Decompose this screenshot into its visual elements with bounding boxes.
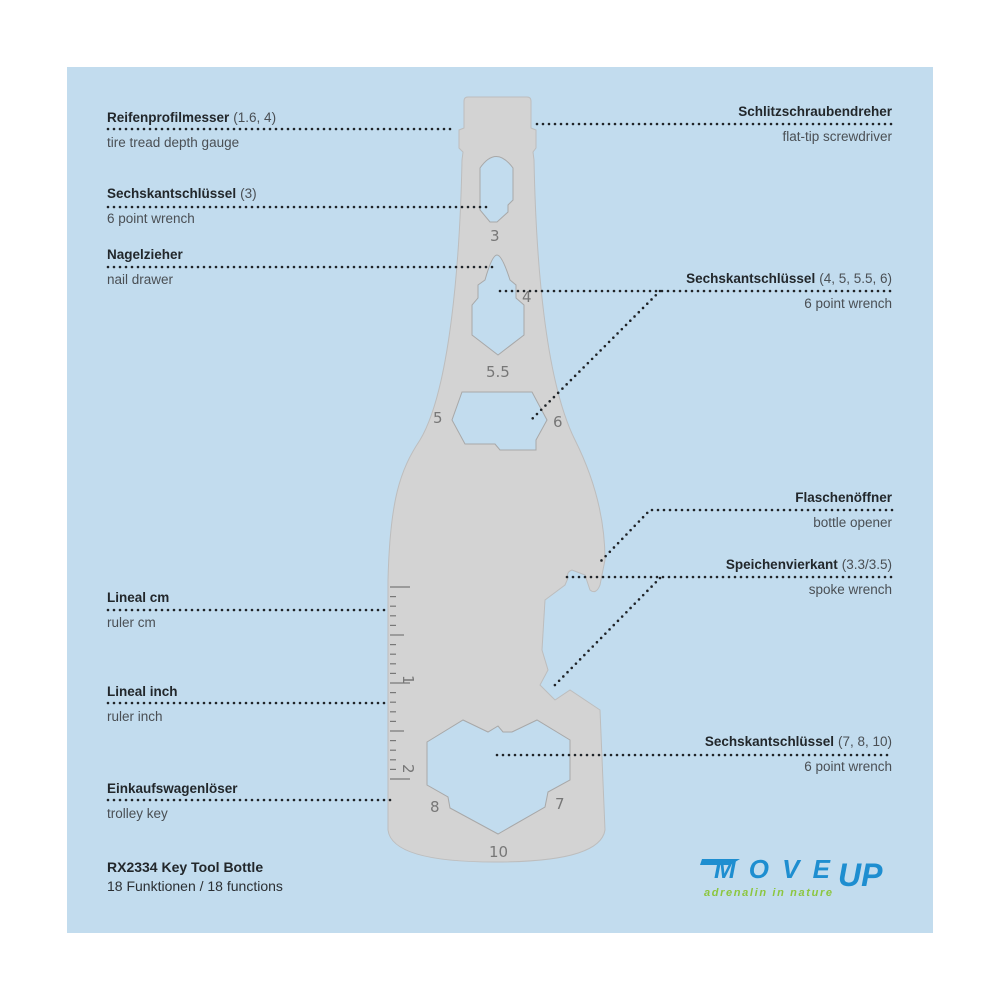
logo-move: MOVE: [714, 854, 831, 884]
label-title: Sechskantschlüssel: [686, 271, 816, 286]
label-flat-screwdriver: Schlitzschraubendreher flat-tip screwdriv…: [738, 103, 892, 145]
label-translation: tire tread depth gauge: [107, 135, 240, 150]
size-label-8: 8: [430, 798, 440, 816]
label-ruler-inch: Lineal inch ruler inch: [107, 683, 178, 725]
logo-tagline: adrenalin in nature: [704, 887, 832, 899]
label-heading: Nagelzieher: [107, 246, 183, 263]
label-params: (3.3/3.5): [841, 557, 892, 572]
label-params: (7, 8, 10): [837, 734, 892, 749]
leader-lines: [106, 122, 894, 802]
label-heading: Speichenvierkant(3.3/3.5): [726, 556, 892, 573]
bottle-tool-body: [387, 96, 606, 863]
label-translation: 6 point wrench: [107, 211, 195, 226]
label-params: (1.6, 4): [233, 110, 277, 125]
size-label-3: 3: [490, 227, 500, 245]
size-label-4: 4: [522, 288, 532, 306]
label-heading: Lineal inch: [107, 683, 178, 700]
label-translation: flat-tip screwdriver: [782, 129, 892, 144]
label-bottle-opener: Flaschenöffner bottle opener: [795, 489, 892, 531]
label-heading: Sechskantschlüssel(3): [107, 185, 257, 202]
label-heading: Reifenprofilmesser(1.6, 4): [107, 109, 276, 126]
label-title: Nagelzieher: [107, 247, 183, 262]
label-translation: ruler inch: [107, 709, 163, 724]
label-title: Schlitzschraubendreher: [738, 104, 892, 119]
label-translation: 6 point wrench: [804, 759, 892, 774]
label-trolley-key: Einkaufswagenlöser trolley key: [107, 780, 238, 822]
logo-up: UP: [838, 857, 883, 893]
label-ruler-cm: Lineal cm ruler cm: [107, 589, 169, 631]
label-heading: Sechskantschlüssel(7, 8, 10): [705, 733, 892, 750]
hex-wrench-4-5.5-hole: [471, 254, 525, 356]
label-title: Einkaufswagenlöser: [107, 781, 238, 796]
label-title: Sechskantschlüssel: [704, 734, 834, 749]
product-name: RX2334 Key Tool Bottle: [107, 859, 264, 875]
moveup-logo: MOVE UP adrenalin in nature: [700, 854, 883, 899]
logo-swoosh: [700, 859, 740, 865]
label-translation: spoke wrench: [808, 582, 892, 597]
ruler-inch-1: 1: [399, 675, 417, 685]
label-title: Flaschenöffner: [795, 490, 892, 505]
label-nail-drawer: Nagelzieher nail drawer: [107, 246, 183, 288]
size-label-7: 7: [555, 795, 565, 813]
hex-wrench-5-6-hole: [451, 391, 548, 451]
size-label-5: 5: [433, 409, 443, 427]
product-caption: RX2334 Key Tool Bottle 18 Funktionen / 18…: [107, 858, 283, 896]
label-hex-wrench-4-6: Sechskantschlüssel(4, 5, 5.5, 6) 6 point …: [686, 270, 892, 312]
label-hex-wrench-3: Sechskantschlüssel(3) 6 point wrench: [107, 185, 257, 227]
label-heading: Einkaufswagenlöser: [107, 780, 238, 797]
label-title: Lineal cm: [107, 590, 170, 605]
ruler-ticks: [390, 586, 410, 780]
label-title: Speichenvierkant: [725, 557, 838, 572]
label-translation: 6 point wrench: [804, 296, 892, 311]
label-params: (3): [240, 186, 257, 201]
label-spoke-wrench: Speichenvierkant(3.3/3.5) spoke wrench: [726, 556, 892, 598]
hex-wrench-3-hole: [479, 156, 514, 223]
label-title: Sechskantschlüssel: [107, 186, 237, 201]
label-title: Lineal inch: [107, 684, 178, 699]
label-title: Reifenprofilmesser: [107, 110, 230, 125]
label-translation: nail drawer: [107, 272, 174, 287]
label-translation: bottle opener: [813, 515, 892, 530]
label-params: (4, 5, 5.5, 6): [819, 271, 892, 286]
size-label-10: 10: [489, 843, 508, 861]
size-label-6: 6: [553, 413, 563, 431]
product-functions: 18 Funktionen / 18 functions: [107, 878, 283, 894]
label-translation: ruler cm: [107, 615, 156, 630]
label-tire-tread-gauge: Reifenprofilmesser(1.6, 4) tire tread dep…: [107, 109, 276, 151]
hex-wrench-7-8-10-hole: [426, 719, 571, 835]
size-label-5-5: 5.5: [486, 363, 510, 381]
label-heading: Sechskantschlüssel(4, 5, 5.5, 6): [686, 270, 892, 287]
label-hex-wrench-7-10: Sechskantschlüssel(7, 8, 10) 6 point wren…: [705, 733, 892, 775]
label-heading: Schlitzschraubendreher: [738, 103, 892, 120]
ruler-inch-2: 2: [399, 764, 417, 774]
label-heading: Lineal cm: [107, 589, 169, 606]
label-translation: trolley key: [107, 806, 168, 821]
label-heading: Flaschenöffner: [795, 489, 892, 506]
